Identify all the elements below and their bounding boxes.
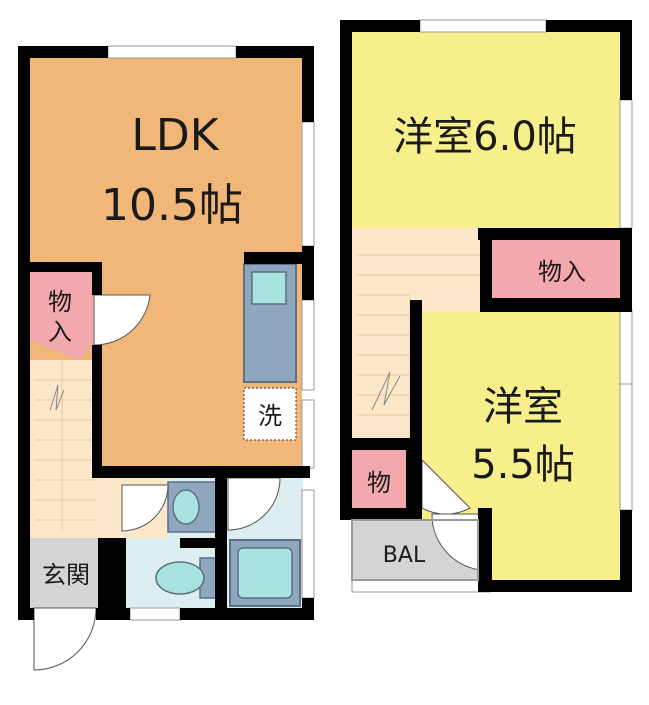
closet-label-line2: 入 xyxy=(48,318,72,346)
ldk-size: 10.5帖 xyxy=(101,180,243,231)
balcony-label: BAL xyxy=(383,543,426,568)
entrance-floor xyxy=(30,538,98,608)
windows-1 xyxy=(107,45,315,621)
stairs-1 xyxy=(35,360,95,530)
walls-1 xyxy=(18,46,314,620)
room-5-5-name: 洋室 xyxy=(483,384,563,430)
door-swings-1 xyxy=(33,294,281,671)
sink xyxy=(251,271,287,305)
closet-2b-label: 物 xyxy=(367,469,391,497)
room-5-5-size: 5.5帖 xyxy=(471,442,575,488)
floor-2: 洋室6.0帖 物入 洋室 5.5帖 物 BAL xyxy=(340,19,633,593)
entrance-label: 玄関 xyxy=(42,561,90,589)
closet-2a-label: 物入 xyxy=(538,258,586,286)
closet-1 xyxy=(30,272,94,360)
room-6-0 xyxy=(352,32,620,228)
ldk-name: LDK xyxy=(131,110,219,161)
balcony-outline xyxy=(351,519,479,581)
wash-basin-bowl xyxy=(172,489,200,525)
bathtub-inner xyxy=(237,547,293,599)
closet-2a xyxy=(492,240,620,298)
room-6-0-label: 洋室6.0帖 xyxy=(393,114,577,160)
walls-2 xyxy=(340,20,632,592)
closet-2b xyxy=(352,450,406,508)
closet-label-line1: 物 xyxy=(48,288,72,316)
toilet-bowl xyxy=(155,561,205,595)
laundry-label: 洗 xyxy=(258,402,282,430)
floor-1: 洗 xyxy=(18,45,315,671)
laundry-area xyxy=(243,387,297,441)
